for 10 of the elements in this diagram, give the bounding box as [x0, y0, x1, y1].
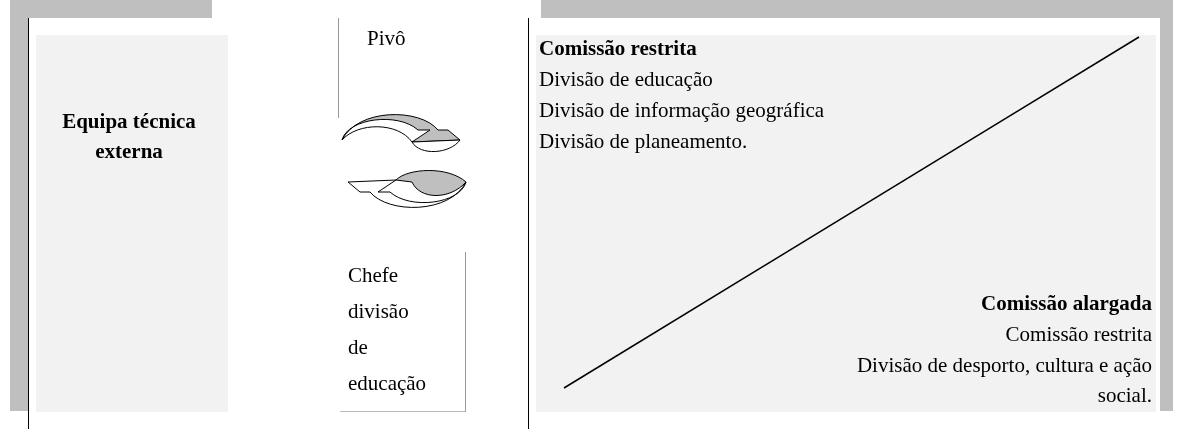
box-title: Equipa técnica externa [61, 108, 197, 165]
role-label: Pivô [367, 25, 407, 52]
section-heading: Comissão restrita [539, 35, 697, 62]
member-line: Divisão de educação [539, 66, 713, 93]
member-line: Divisão de planeamento. [539, 128, 748, 155]
section-heading: Comissão alargada [980, 290, 1152, 317]
member-line: Divisão de informação geográfica [539, 97, 825, 124]
role-label: Chefe divisão de educação [348, 262, 428, 397]
member-line: Divisão de desporto, cultura e ação social. [855, 352, 1152, 409]
member-line: Comissão restrita [1004, 321, 1152, 348]
